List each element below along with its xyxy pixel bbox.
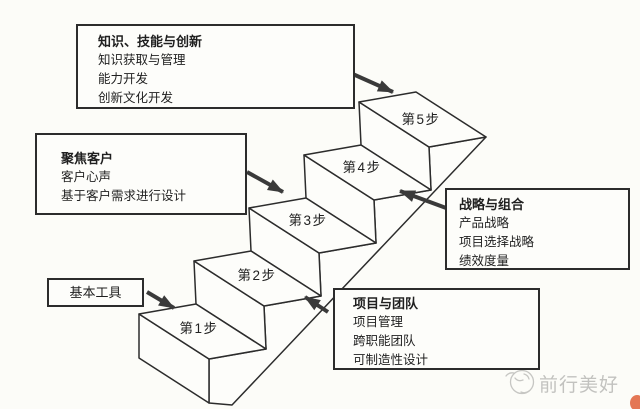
- box-item: 产品战略: [459, 216, 510, 230]
- box-item: 客户心声: [61, 170, 112, 184]
- watermark-text: 前行美好: [539, 375, 620, 396]
- step-4-label: 第4步: [342, 160, 382, 175]
- step-2-label: 第2步: [237, 268, 277, 283]
- step-1-top-face: [138, 303, 267, 360]
- box-item: 能力开发: [98, 72, 149, 86]
- box-item: 知识获取与管理: [98, 53, 186, 67]
- box-item: 项目选择战略: [459, 235, 535, 249]
- box-item: 可制造性设计: [353, 353, 429, 367]
- box-title: 项目与团队: [353, 296, 419, 311]
- step-5-top-face: [358, 91, 487, 148]
- box-item: 创新文化开发: [98, 91, 174, 105]
- box-title: 聚焦客户: [61, 151, 114, 166]
- step-5-label: 第5步: [401, 112, 441, 127]
- arrow-projects-to-step2: [303, 295, 330, 314]
- box-title: 战略与组合: [459, 197, 525, 212]
- projects-teams-box: 项目与团队 项目管理 跨职能团队 可制造性设计: [333, 288, 540, 370]
- box-item: 项目管理: [353, 315, 404, 329]
- step-3-top-face: [248, 197, 377, 254]
- arrow-customer-to-step3: [246, 170, 284, 194]
- box-item: 绩效度量: [459, 254, 510, 268]
- step-2-top-face: [193, 250, 322, 307]
- basic-tools-box: 基本工具: [47, 278, 144, 307]
- knowledge-skills-innovation-box: 知识、技能与创新 知识获取与管理 能力开发 创新文化开发: [76, 24, 355, 109]
- step-4-top-face: [303, 144, 432, 201]
- box-title: 知识、技能与创新: [98, 34, 203, 49]
- corner-accent-mark: [630, 395, 640, 409]
- customer-focus-box: 聚焦客户 客户心声 基于客户需求进行设计: [35, 133, 247, 215]
- box-title: 基本工具: [69, 285, 122, 300]
- smiley-doodle-logo-icon: [505, 369, 535, 395]
- step-1-label: 第1步: [179, 321, 219, 336]
- arrow-tools-to-step1: [145, 290, 176, 310]
- strategy-portfolio-box: 战略与组合 产品战略 项目选择战略 绩效度量: [445, 188, 630, 270]
- box-item: 基于客户需求进行设计: [61, 189, 187, 203]
- step-3-label: 第3步: [288, 213, 328, 228]
- box-item: 跨职能团队: [353, 334, 416, 348]
